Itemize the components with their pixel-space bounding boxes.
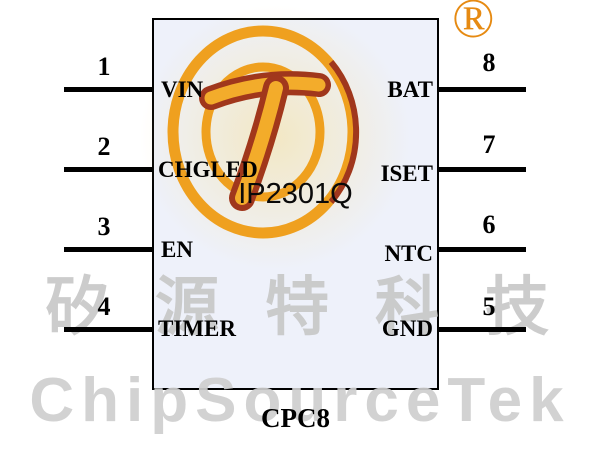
pin-7-number: 7 <box>482 130 496 159</box>
pin-8-line <box>437 87 526 92</box>
pin-3-label-en: EN <box>161 237 193 262</box>
pin-3-number: 3 <box>97 212 111 241</box>
pin-2-number: 2 <box>97 132 111 161</box>
part-number: IP2301Q <box>238 178 353 210</box>
pin-6-label-ntc: NTC <box>384 241 433 266</box>
pin-2-label-chgled: CHGLED <box>158 157 258 182</box>
pin-3-line <box>64 247 153 252</box>
pin-1-label-vin: VIN <box>161 77 204 102</box>
chipsourcetek-logo-icon <box>163 22 363 242</box>
pin-1-number: 1 <box>97 52 111 81</box>
pin-7-label-iset: ISET <box>380 161 433 186</box>
pin-7-line <box>437 167 526 172</box>
watermark-brand-text: ChipSourceTek <box>29 366 571 435</box>
package-name: CPC8 <box>261 403 330 433</box>
pin-6-number: 6 <box>482 210 496 239</box>
pin-5-line <box>437 327 526 332</box>
pin-5-label-gnd: GND <box>381 316 433 341</box>
pin-2-line <box>64 167 153 172</box>
pin-4-number: 4 <box>97 292 111 321</box>
registered-trademark-icon: ® <box>452 0 495 50</box>
pin-8-label-bat: BAT <box>387 77 433 102</box>
pin-4-line <box>64 327 153 332</box>
pin-4-label-timer: TIMER <box>158 316 236 341</box>
pin-6-line <box>437 247 526 252</box>
pin-8-number: 8 <box>482 48 496 77</box>
pin-5-number: 5 <box>482 292 496 321</box>
pin-1-line <box>64 87 153 92</box>
